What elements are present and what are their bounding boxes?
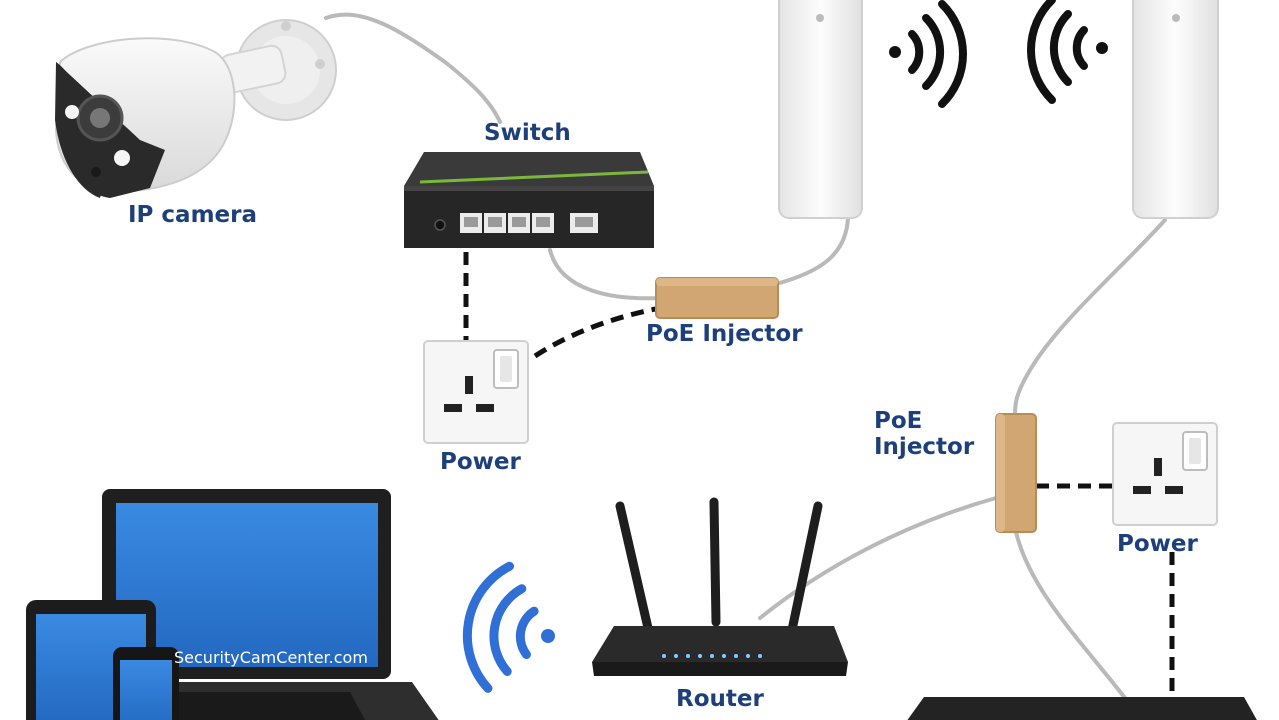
laptop-screen-text: SecurityCamCenter.com bbox=[174, 648, 368, 667]
power-cables bbox=[463, 252, 1175, 700]
cable-switch-poe bbox=[548, 248, 660, 301]
cable-poe-ap-left bbox=[774, 216, 850, 286]
wall-socket-icon-right bbox=[1112, 422, 1218, 526]
ethernet-cables bbox=[324, 12, 1167, 700]
poe-injector-label-right: PoE Injector bbox=[874, 408, 975, 461]
network-switch-icon bbox=[404, 152, 654, 248]
access-point-icon-right bbox=[1132, 0, 1219, 219]
cable-camera-switch bbox=[324, 12, 502, 124]
ip-camera-label: IP camera bbox=[128, 202, 258, 228]
poe-injector-label-right-line2: Injector bbox=[874, 433, 975, 460]
cable-poe-nvr bbox=[1014, 530, 1127, 700]
ip-camera-icon bbox=[54, 19, 337, 198]
poe-injector-label-right-line1: PoE bbox=[874, 408, 923, 434]
wifi-signal-icon-bridge bbox=[889, 0, 1108, 108]
power-label-right: Power bbox=[1117, 531, 1198, 557]
power-label-left: Power bbox=[440, 449, 521, 475]
cable-ap-right-poe bbox=[1013, 218, 1167, 417]
wall-socket-icon bbox=[423, 340, 529, 444]
nvr-device-icon bbox=[907, 697, 1257, 720]
router-icon bbox=[592, 497, 848, 676]
poe-injector-icon-right bbox=[995, 413, 1037, 533]
phone-icon bbox=[113, 647, 179, 720]
router-label: Router bbox=[676, 686, 764, 712]
wifi-signal-icon bbox=[462, 561, 555, 693]
cable-router-poe bbox=[758, 496, 998, 620]
switch-label: Switch bbox=[484, 120, 571, 146]
access-point-icon bbox=[778, 0, 863, 219]
poe-injector-icon bbox=[655, 277, 779, 319]
power-cable-poe-top bbox=[533, 305, 661, 359]
poe-injector-label-top: PoE Injector bbox=[646, 321, 803, 347]
